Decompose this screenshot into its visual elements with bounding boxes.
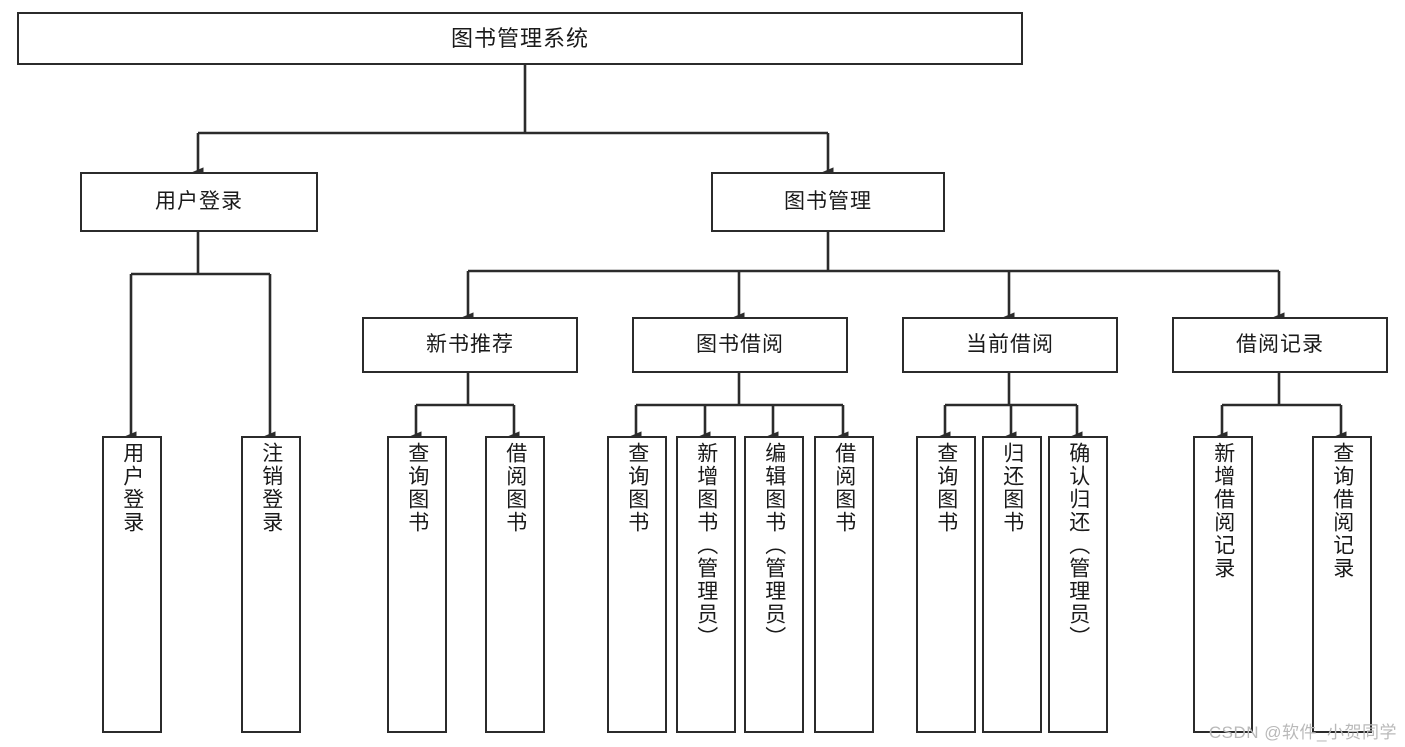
leaf-edit-book[interactable]: 编辑图书（管理员） [744, 436, 804, 733]
leaf-borrow-book-recommend[interactable]: 借阅图书 [485, 436, 545, 733]
node-label: 借阅记录 [1236, 332, 1324, 356]
leaf-logout[interactable]: 注销登录 [241, 436, 301, 733]
node-label: 用户登录 [120, 442, 144, 534]
node-label: 查询图书 [934, 442, 958, 534]
node-label: 新增图书（管理员） [694, 442, 718, 649]
node-label: 新书推荐 [426, 332, 514, 356]
node-label: 图书借阅 [696, 332, 784, 356]
node-current-borrow[interactable]: 当前借阅 [902, 317, 1118, 373]
node-new-book-recommend[interactable]: 新书推荐 [362, 317, 578, 373]
leaf-add-borrow-record[interactable]: 新增借阅记录 [1193, 436, 1253, 733]
node-label: 查询借阅记录 [1330, 442, 1354, 580]
node-label: 新增借阅记录 [1211, 442, 1235, 580]
leaf-user-login[interactable]: 用户登录 [102, 436, 162, 733]
node-borrow-record[interactable]: 借阅记录 [1172, 317, 1388, 373]
node-book-borrow[interactable]: 图书借阅 [632, 317, 848, 373]
node-label: 借阅图书 [832, 442, 856, 534]
leaf-query-borrow-record[interactable]: 查询借阅记录 [1312, 436, 1372, 733]
leaf-query-book-borrow[interactable]: 查询图书 [607, 436, 667, 733]
node-label: 归还图书 [1000, 442, 1024, 534]
node-label: 借阅图书 [503, 442, 527, 534]
node-root-system[interactable]: 图书管理系统 [17, 12, 1023, 65]
leaf-query-book-current[interactable]: 查询图书 [916, 436, 976, 733]
leaf-borrow-book[interactable]: 借阅图书 [814, 436, 874, 733]
leaf-return-book[interactable]: 归还图书 [982, 436, 1042, 733]
node-book-manage[interactable]: 图书管理 [711, 172, 945, 232]
node-label: 图书管理 [784, 189, 872, 213]
node-label: 确认归还（管理员） [1066, 442, 1090, 649]
leaf-query-book-recommend[interactable]: 查询图书 [387, 436, 447, 733]
node-label: 当前借阅 [966, 332, 1054, 356]
node-user-login[interactable]: 用户登录 [80, 172, 318, 232]
node-label: 用户登录 [155, 189, 243, 213]
leaf-add-book[interactable]: 新增图书（管理员） [676, 436, 736, 733]
leaf-confirm-return[interactable]: 确认归还（管理员） [1048, 436, 1108, 733]
node-label: 查询图书 [405, 442, 429, 534]
node-label: 查询图书 [625, 442, 649, 534]
node-label: 图书管理系统 [450, 25, 589, 51]
node-label: 编辑图书（管理员） [762, 442, 786, 649]
node-label: 注销登录 [259, 442, 283, 534]
